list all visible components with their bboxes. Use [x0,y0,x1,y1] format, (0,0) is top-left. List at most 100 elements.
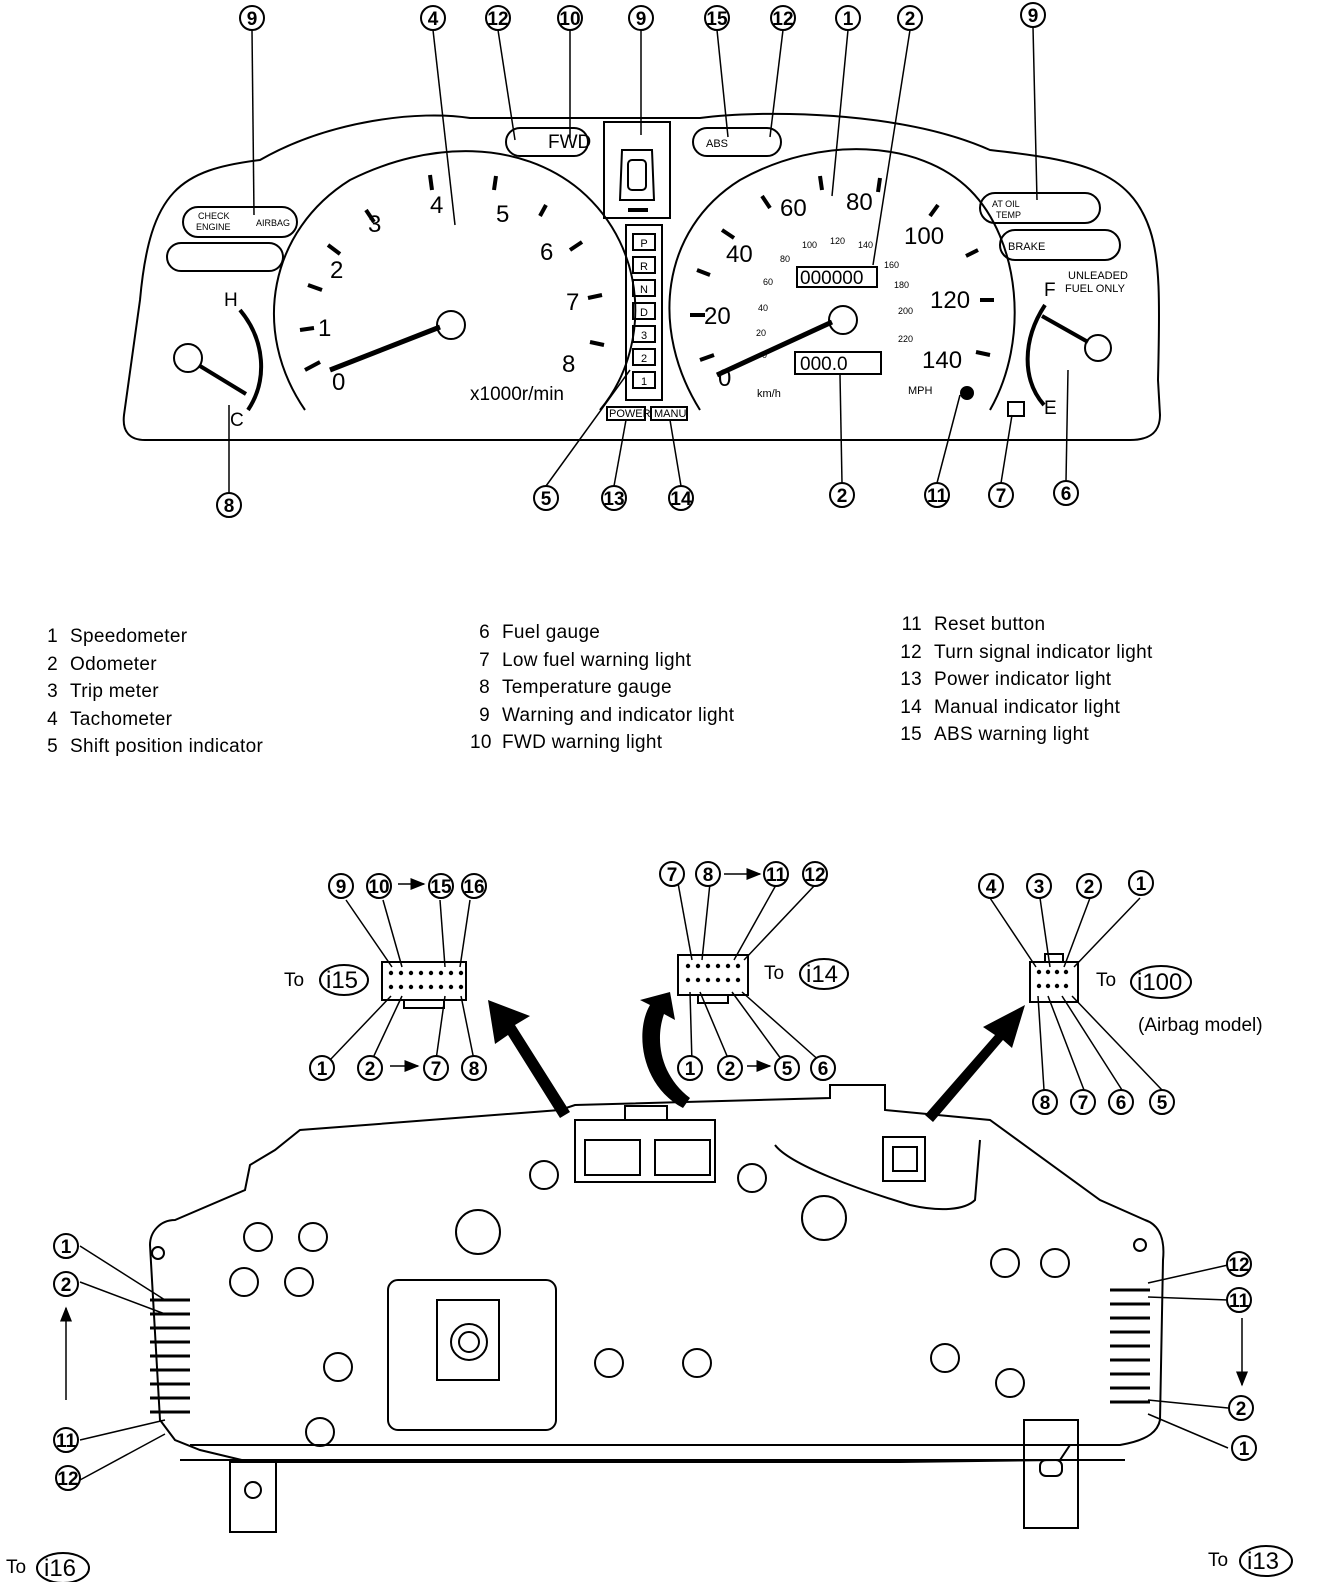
temp-label: TEMP [996,210,1021,220]
tach-unit-label: x1000r/min [470,384,564,405]
pin-callout-i100-top-1: 1 [1136,874,1147,895]
shift-position-box [632,233,656,251]
cluster-labels: FWD ABS CHECK ENGINE AIRBAG H C x1000r/m… [196,132,1128,431]
callout-top-12: 12 [487,9,508,30]
mph-label: MPH [908,385,933,397]
callout-top-9-circle [239,5,265,31]
callout-leader [1032,26,1038,201]
pin-callout-i15-top-16: 16 [463,877,484,898]
speedo-mph-number: 140 [922,347,962,374]
legend-label: Turn signal indicator light [934,641,1153,663]
i15-code-oval [319,964,369,996]
callout-bottom-2-circle [829,482,855,508]
pin-callout-i16-1-circle [53,1233,79,1259]
callout-leader [831,29,849,197]
pin-callout-i16-2: 2 [61,1275,72,1296]
connector-pin [1036,969,1042,975]
callout-leader [545,369,631,487]
connector-pin [1036,983,1042,989]
connector-pin [398,984,404,990]
legend-number: 11 [901,614,922,635]
i100-code-oval [1130,965,1192,999]
callout-top-12-circle [770,5,796,31]
pin-callout-i14-top-7-circle [659,861,685,887]
shift-position-letter: 3 [641,330,647,342]
side-comb-connectors [150,1288,1150,1414]
pin-callout-i15-top-10: 10 [368,877,389,898]
connector-pin [438,984,444,990]
callout-bottom-8-circle [216,492,242,518]
i16-code-oval [36,1552,90,1582]
legend-number: 5 [47,736,58,757]
tach-number: 8 [562,351,575,378]
speedo-kmh-number: 120 [830,236,845,246]
cluster-back [148,1084,1165,1533]
pin-callout-i100-bottom-6-circle [1108,1089,1134,1115]
callout-leader [1065,369,1069,482]
tach-number: 2 [330,257,343,284]
temp-c-label: C [230,410,244,431]
legend-label: Temperature gauge [502,677,672,698]
connector-pin [705,977,711,983]
i16-to: To [6,1557,26,1578]
legend-number: 13 [900,669,922,690]
brake-label: BRAKE [1008,241,1045,253]
connector-pin [438,970,444,976]
pin-callout-i100-top-2: 2 [1084,877,1095,898]
connector-pin [685,977,691,983]
legend-number: 2 [47,653,58,675]
pin-callout-i14-bottom-6-circle [810,1055,836,1081]
legend-label: Fuel gauge [502,622,601,643]
pin-callout-i14-top-7: 7 [667,865,678,886]
callout-bottom-11: 11 [927,486,948,507]
i13-code-oval [1239,1545,1293,1577]
pin-callout-i100-bottom-5-circle [1149,1089,1175,1115]
connector-pin [398,970,404,976]
connector-i15-face [381,961,467,1009]
callout-top-9-circle [1020,2,1046,28]
pin-callout-i13-11: 11 [1229,1291,1250,1312]
connector-pin [695,977,701,983]
connector-pin [1054,983,1060,989]
connector-pin [408,970,414,976]
legend-number: 6 [479,622,490,643]
speedo-kmh-number: 20 [756,328,766,338]
power-label: POWER [609,408,651,420]
callout-top-4: 4 [428,9,439,30]
connector-pin [388,970,394,976]
shift-position-box [632,348,656,366]
tach-number: 4 [430,192,443,219]
callout-leader [839,374,843,484]
i15-code: i15 [326,967,358,994]
callout-top-10-circle [557,5,583,31]
shift-position-box [632,302,656,320]
legend-label: Warning and indicator light [502,704,735,726]
callout-bottom-13-circle [601,485,627,511]
pin-callout-i13-1: 1 [1239,1439,1250,1460]
pin-callout-i100-bottom-7-circle [1070,1089,1096,1115]
callout-bottom-11-circle [924,482,950,508]
callout-top-9: 9 [247,9,258,30]
callout-bottom-6: 6 [1061,484,1072,505]
callout-bottom-7: 7 [996,486,1007,507]
shift-position-box [632,256,656,274]
connector-pin [735,963,741,969]
connector-labels: To i15 To i14 To i100 (Airbag model) To … [6,958,1293,1582]
callout-top-9: 9 [1028,6,1039,27]
callout-top-9: 9 [636,9,647,30]
callout-bottom-5-circle [533,485,559,511]
callout-top-9-circle [628,5,654,31]
callout-bottom-14-circle [668,485,694,511]
fwd-label: FWD [548,132,591,153]
legend-label: ABS warning light [934,724,1090,745]
pin-callout-i13-1-circle [1231,1435,1257,1461]
shift-position-letter: P [640,238,647,250]
tach-number: 5 [496,201,509,228]
callout-bottom-2: 2 [837,486,848,507]
callout-top-1: 1 [843,9,854,30]
connector-pin [735,977,741,983]
